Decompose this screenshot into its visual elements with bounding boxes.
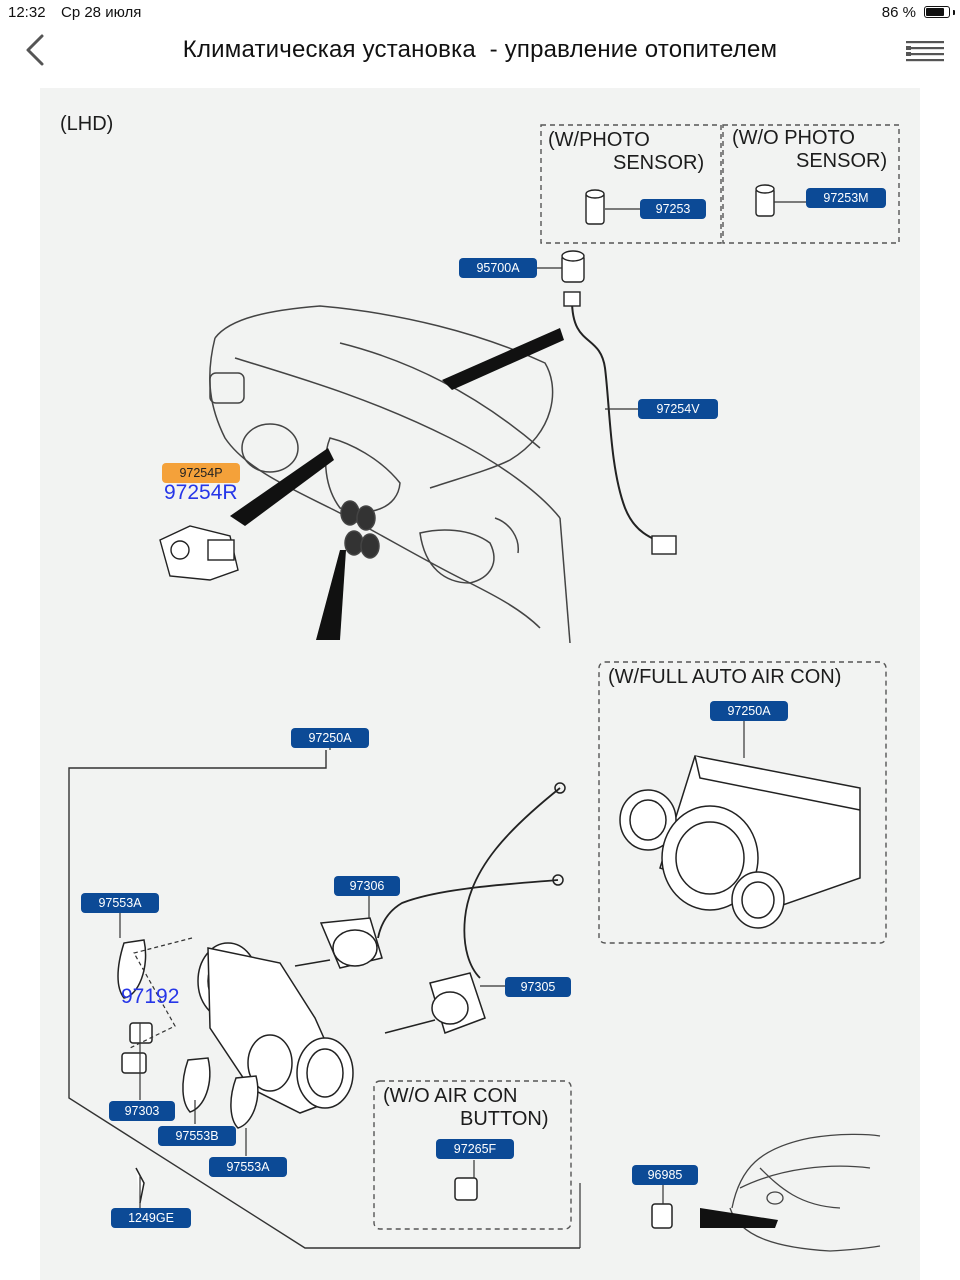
pointer-arrow (700, 1208, 778, 1228)
heater-control-drawing (117, 917, 673, 1229)
battery-tip (953, 10, 955, 15)
battery-percent: 86 % (881, 4, 916, 21)
part-tag-97553A-bottom[interactable]: 97553A (209, 1157, 287, 1177)
w-full-auto-label: (W/FULL AUTO AIR CON) (608, 666, 842, 688)
part-link-97192[interactable]: 97192 (121, 985, 180, 1008)
part-tag-97250A-auto[interactable]: 97250A (710, 701, 788, 721)
part-tag-96985[interactable]: 96985 (632, 1165, 698, 1185)
part-tag-97253M[interactable]: 97253M (806, 188, 886, 208)
w-full-auto-box (598, 661, 887, 944)
dashboard-drawing (209, 305, 571, 644)
wo-air-con-button-label-2: BUTTON) (460, 1108, 549, 1130)
status-time: 12:32 (8, 4, 46, 21)
page-title: Климатическая установка - управление ото… (182, 36, 778, 63)
exploded-view-drawing (68, 124, 900, 1252)
photo-sensor-drawing (561, 184, 775, 283)
part-link-97254R[interactable]: 97254R (164, 481, 238, 504)
part-tag-97306[interactable]: 97306 (334, 876, 400, 896)
pointer-arrow (230, 448, 334, 526)
part-tag-97305[interactable]: 97305 (505, 977, 571, 997)
part-tag-95700A[interactable]: 95700A (459, 258, 537, 278)
w-photo-sensor-label-1: (W/PHOTO (548, 129, 650, 151)
wo-air-con-button-label-1: (W/O AIR CON (383, 1085, 518, 1107)
w-photo-sensor-box (540, 124, 722, 244)
part-tag-97265F[interactable]: 97265F (436, 1139, 514, 1159)
part-tag-1249GE[interactable]: 1249GE (111, 1208, 191, 1228)
auto-climate-unit-drawing (619, 755, 861, 929)
menu-button[interactable] (906, 38, 944, 66)
part-tag-97254P[interactable]: 97254P (162, 463, 240, 483)
wo-photo-sensor-box (722, 124, 900, 244)
part-tag-97553A-top[interactable]: 97553A (81, 893, 159, 913)
actuator-drawing (159, 525, 239, 581)
assembly-bracket (68, 750, 580, 1249)
wo-air-con-button-box (373, 1080, 572, 1230)
chevron-left-icon (26, 34, 44, 66)
w-photo-sensor-label-2: SENSOR) (613, 152, 705, 174)
wo-photo-sensor-label-2: SENSOR) (796, 150, 888, 172)
part-tag-97253[interactable]: 97253 (640, 199, 706, 219)
part-tag-97250A[interactable]: 97250A (291, 728, 369, 748)
battery-level-fill (926, 8, 944, 16)
pointer-arrow (442, 328, 564, 390)
navigation-bar: Климатическая установка - управление ото… (0, 26, 960, 76)
status-bar: 12:32 Ср 28 июля 86 % (0, 0, 960, 26)
list-menu-icon (906, 41, 944, 62)
status-date: Ср 28 июля (61, 4, 142, 21)
car-front-drawing (729, 1133, 881, 1252)
battery-icon (924, 6, 950, 18)
back-button[interactable] (20, 32, 56, 68)
part-tag-97254V[interactable]: 97254V (638, 399, 718, 419)
part-tag-97303[interactable]: 97303 (109, 1101, 175, 1121)
part-tag-97553B[interactable]: 97553B (158, 1126, 236, 1146)
parts-diagram: (LHD) (W/PHOTO SENSOR) (W/O PHOTO SENSOR… (40, 88, 920, 1280)
wo-photo-sensor-label-1: (W/O PHOTO (732, 127, 855, 149)
pointer-arrow (316, 550, 346, 640)
lhd-label: (LHD) (60, 113, 114, 135)
